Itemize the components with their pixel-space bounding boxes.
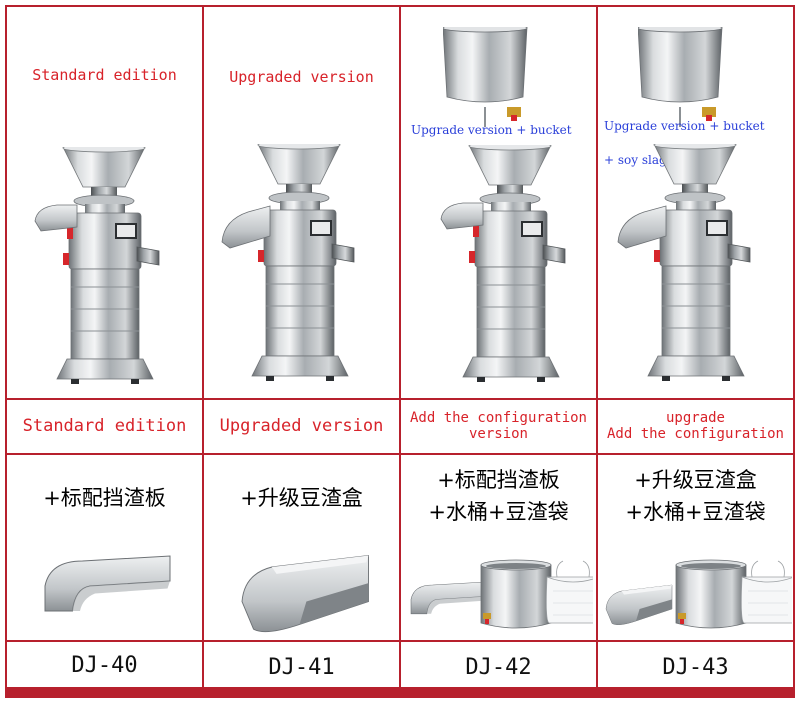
accessories-cell-dj-43: +升级豆渣盒 +水桶+豆渣袋	[598, 455, 793, 640]
accessories-text: +升级豆渣盒	[240, 486, 363, 510]
slag-guard-image	[410, 581, 484, 615]
version-header-line1: Upgraded version	[219, 416, 384, 437]
photo-cell-dj-42: Upgrade version + bucket	[401, 7, 596, 398]
slag-box-image	[605, 584, 673, 626]
version-header-line2: Add the configuration	[606, 425, 784, 442]
top-bucket-image	[443, 27, 528, 127]
bottom-bar	[7, 687, 793, 696]
accessories-cell-dj-40: +标配挡渣板	[7, 455, 202, 640]
accessories-cell-dj-42: +标配挡渣板 +水桶+豆渣袋	[401, 455, 596, 640]
accessories-text-line2: +水桶+豆渣袋	[428, 500, 569, 524]
slag-box-image	[241, 554, 370, 633]
version-header-dj-43: upgrade Add the configuration	[598, 400, 793, 453]
column-divider	[399, 7, 401, 696]
version-header-line2: version	[468, 425, 528, 442]
column-divider	[202, 7, 204, 696]
accessories-text-line1: +标配挡渣板	[437, 468, 560, 492]
grinder-machine-image	[34, 147, 160, 385]
top-bucket-image	[638, 27, 723, 127]
row-divider	[7, 398, 793, 400]
photo-caption: Upgraded version	[229, 68, 374, 86]
row-divider	[7, 640, 793, 642]
grinder-machine-image	[617, 144, 751, 382]
grinder-machine-image	[440, 145, 566, 383]
version-header-dj-40: Standard edition	[7, 400, 202, 453]
accessories-text-line2: +水桶+豆渣袋	[625, 500, 766, 524]
grinder-machine-image	[221, 144, 355, 382]
photo-cell-dj-40: Standard edition	[7, 7, 202, 398]
model-number-dj-41: DJ-41	[268, 655, 335, 680]
version-header-dj-42: Add the configuration version	[401, 400, 596, 453]
photo-cell-dj-41: Upgraded version	[204, 7, 399, 398]
row-divider	[7, 453, 793, 455]
version-header-dj-41: Upgraded version	[204, 400, 399, 453]
accessory-set-image	[410, 559, 593, 629]
model-number-dj-40: DJ-40	[71, 653, 138, 678]
slag-bag-image	[545, 560, 593, 624]
model-number-dj-43: DJ-43	[662, 655, 729, 680]
slag-guard-image	[44, 555, 171, 612]
version-header-line1: Standard edition	[22, 416, 187, 437]
model-number-dj-42: DJ-42	[465, 655, 532, 680]
accessories-text-line1: +升级豆渣盒	[634, 468, 757, 492]
accessory-set-image	[605, 559, 792, 629]
accessories-cell-dj-41: +升级豆渣盒	[204, 455, 399, 640]
photo-cell-dj-43: Upgrade version + bucket + soy slag box	[598, 7, 793, 398]
column-divider	[596, 7, 598, 696]
accessories-text: +标配挡渣板	[43, 486, 166, 510]
photo-caption: Upgrade version + bucket	[604, 119, 765, 133]
version-header-line1: Add the configuration	[409, 410, 587, 427]
version-header-line1: upgrade	[665, 410, 725, 427]
photo-caption: Standard edition	[32, 66, 177, 84]
water-bucket-image	[675, 559, 747, 629]
product-comparison-table: Standard edition Upgraded version Upgrad…	[5, 5, 795, 698]
water-bucket-image	[480, 559, 552, 629]
photo-caption: Upgrade version + bucket	[411, 123, 572, 137]
slag-bag-image	[740, 560, 792, 624]
